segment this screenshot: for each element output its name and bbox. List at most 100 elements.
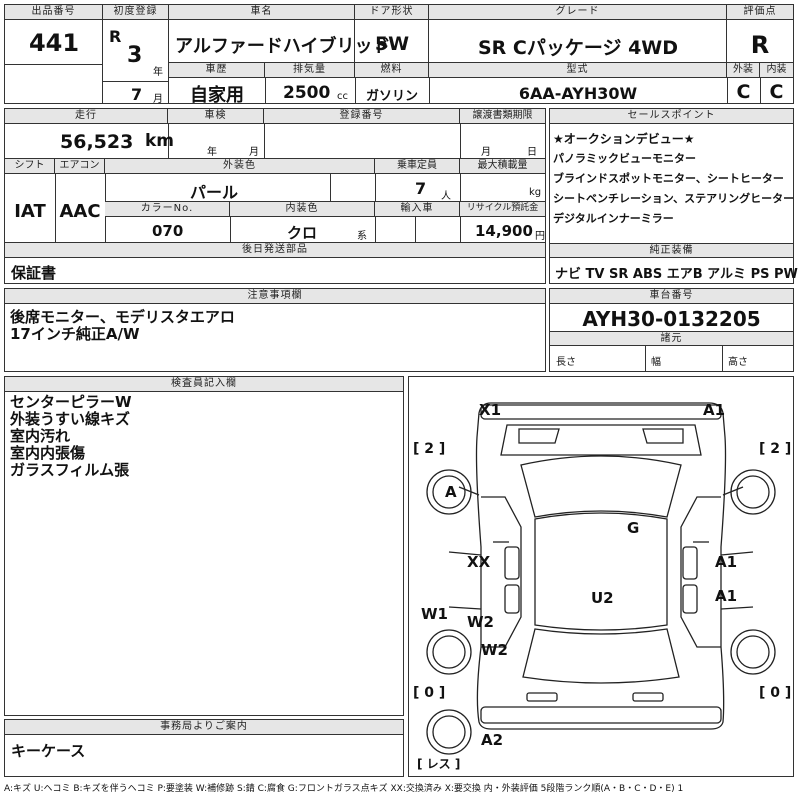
capacity-label: 乗車定員	[375, 159, 460, 174]
sales-point-line: ★オークションデビュー★	[553, 132, 695, 146]
notes-line: 17インチ純正A/W	[10, 325, 140, 343]
exterior-grade: C	[736, 81, 751, 103]
mark-a1-right-2: A1	[715, 587, 738, 605]
model-label: 型式	[429, 63, 727, 78]
inspector-box: 検査員記入欄 センターピラーW 外装うすい線キズ 室内汚れ 室内内張傷 ガラスフ…	[4, 376, 404, 716]
chassis-box: 車台番号 AYH30-0132205 諸元 長さ 幅 高さ	[549, 288, 794, 372]
mark-w1: W1	[421, 605, 448, 623]
color-label: 外装色	[105, 159, 375, 174]
mark-x1: X1	[479, 401, 502, 419]
tread-front-right: [ 2 ]	[759, 441, 792, 457]
sales-point-line: シートベンチレーション、ステアリングヒーター	[553, 192, 795, 205]
first-reg-year: 3	[127, 43, 143, 68]
door-type: 5W	[374, 33, 410, 55]
ac-label: エアコン	[55, 159, 105, 174]
car-name: アルファードハイブリッド	[175, 36, 391, 57]
grade-label: グレード	[429, 5, 727, 20]
insp-year-unit: 年	[207, 147, 217, 158]
door-label: ドア形状	[355, 5, 429, 20]
insp-month-unit: 月	[249, 147, 259, 158]
recycle-unit: 円	[535, 231, 545, 242]
grade: SR Cパッケージ 4WD	[477, 37, 679, 59]
car-outline	[426, 402, 776, 755]
lot-label: 出品番号	[5, 5, 103, 20]
inspector-line: 室内内張傷	[10, 444, 86, 462]
displacement-label: 排気量	[265, 63, 355, 78]
displacement-unit: cc	[337, 91, 348, 102]
interior-grade: C	[769, 81, 784, 103]
fuel: ガソリン	[365, 89, 418, 104]
recycle-fee: 14,900	[475, 222, 533, 240]
mark-g: G	[627, 519, 640, 537]
car-name-label: 車名	[169, 5, 355, 20]
inspection-label: 車検	[168, 109, 264, 124]
history-label: 車歴	[169, 63, 265, 78]
mark-a-front-left: A	[445, 483, 457, 501]
sales-point-line: パノラミックビューモニター	[553, 152, 696, 165]
mark-w2-b: W2	[481, 641, 508, 659]
sales-point-line: ブラインドスポットモニター、シートヒーター	[553, 172, 784, 185]
chassis-number: AYH30-0132205	[582, 307, 761, 331]
length-label: 長さ	[556, 357, 576, 368]
notes-label: 注意事項欄	[5, 289, 545, 304]
score: R	[750, 31, 770, 59]
mileage: 56,523	[60, 131, 134, 153]
chassis-label: 車台番号	[550, 289, 793, 304]
sales-point-lines: ★オークションデビュー★ パノラミックビューモニター ブラインドスポットモニター…	[553, 129, 794, 229]
era: R	[109, 27, 122, 46]
equipment-value: ナビ TV SR ABS エアB アルミ PS PW	[555, 267, 798, 282]
office-value: キーケース	[11, 742, 86, 760]
later-parts-label: 後日発送部品	[5, 243, 545, 258]
sales-point-label: セールスポイント	[550, 109, 793, 124]
mark-a1-top: A1	[703, 401, 726, 419]
import-label: 輸入車	[375, 202, 460, 217]
mileage-label: 走行	[5, 109, 168, 124]
mark-w2-a: W2	[467, 613, 494, 631]
tread-spare: [ レス ]	[417, 757, 461, 771]
office-label: 事務局よりご案内	[5, 720, 403, 735]
exterior-label: 外装	[727, 63, 760, 78]
ac: AAC	[59, 201, 101, 222]
first-reg-label: 初度登録	[103, 5, 169, 20]
later-parts-value: 保証書	[11, 264, 57, 282]
transfer-month-unit: 月	[481, 147, 491, 158]
inspector-label: 検査員記入欄	[5, 377, 403, 392]
sales-point-box: セールスポイント ★オークションデビュー★ パノラミックビューモニター ブライン…	[549, 108, 798, 284]
first-reg-month: 7	[131, 85, 143, 104]
lot-number: 441	[28, 29, 80, 57]
inspector-line: センターピラーW	[10, 393, 132, 411]
interior-color-label: 内装色	[230, 202, 375, 217]
capacity: 7	[415, 179, 427, 198]
equipment-label: 純正装備	[550, 243, 793, 258]
mark-xx: XX	[467, 553, 491, 571]
recycle-label: リサイクル預託金	[460, 202, 545, 217]
mark-a2: A2	[481, 731, 504, 749]
interior-label: 内装	[760, 63, 793, 78]
notes-line: 後席モニター、モデリスタエアロ	[10, 308, 235, 326]
fuel-label: 燃料	[355, 63, 429, 78]
interior-color: クロ	[287, 224, 318, 242]
header-table: 出品番号 初度登録 車名 ドア形状 グレード 評価点 441 R 3 年 7 月…	[4, 4, 794, 106]
shift-label: シフト	[5, 159, 55, 174]
displacement: 2500	[283, 83, 331, 103]
inspector-line: 外装うすい線キズ	[10, 410, 131, 428]
details-table: 走行 車検 登録番号 譲渡書類期限 56,523 km 年 月 月 日 シフト …	[4, 108, 546, 284]
color-no-label: カラーNo.	[105, 202, 230, 217]
mark-a1-right: A1	[715, 553, 738, 571]
office-box: 事務局よりご案内 キーケース	[4, 719, 404, 777]
inspector-line: 室内汚れ	[10, 427, 71, 445]
model: 6AA-AYH30W	[518, 84, 638, 103]
tread-front-left: [ 2 ]	[413, 441, 446, 457]
history: 自家用	[190, 85, 244, 106]
exterior-color: パール	[190, 183, 239, 202]
month-unit: 月	[153, 94, 163, 105]
legend: A:キズ U:ヘコミ B:キズを伴うヘコミ P:要塗装 W:補修跡 S:錆 C:…	[4, 784, 684, 794]
interior-color-unit: 系	[357, 231, 367, 242]
load-label: 最大積載量	[460, 159, 545, 174]
mileage-unit: km	[145, 131, 175, 151]
year-unit: 年	[153, 67, 163, 78]
capacity-unit: 人	[441, 191, 451, 202]
transfer-label: 譲渡書類期限	[460, 109, 545, 124]
tread-rear-right: [ 0 ]	[759, 685, 792, 701]
transfer-day-unit: 日	[527, 147, 537, 158]
